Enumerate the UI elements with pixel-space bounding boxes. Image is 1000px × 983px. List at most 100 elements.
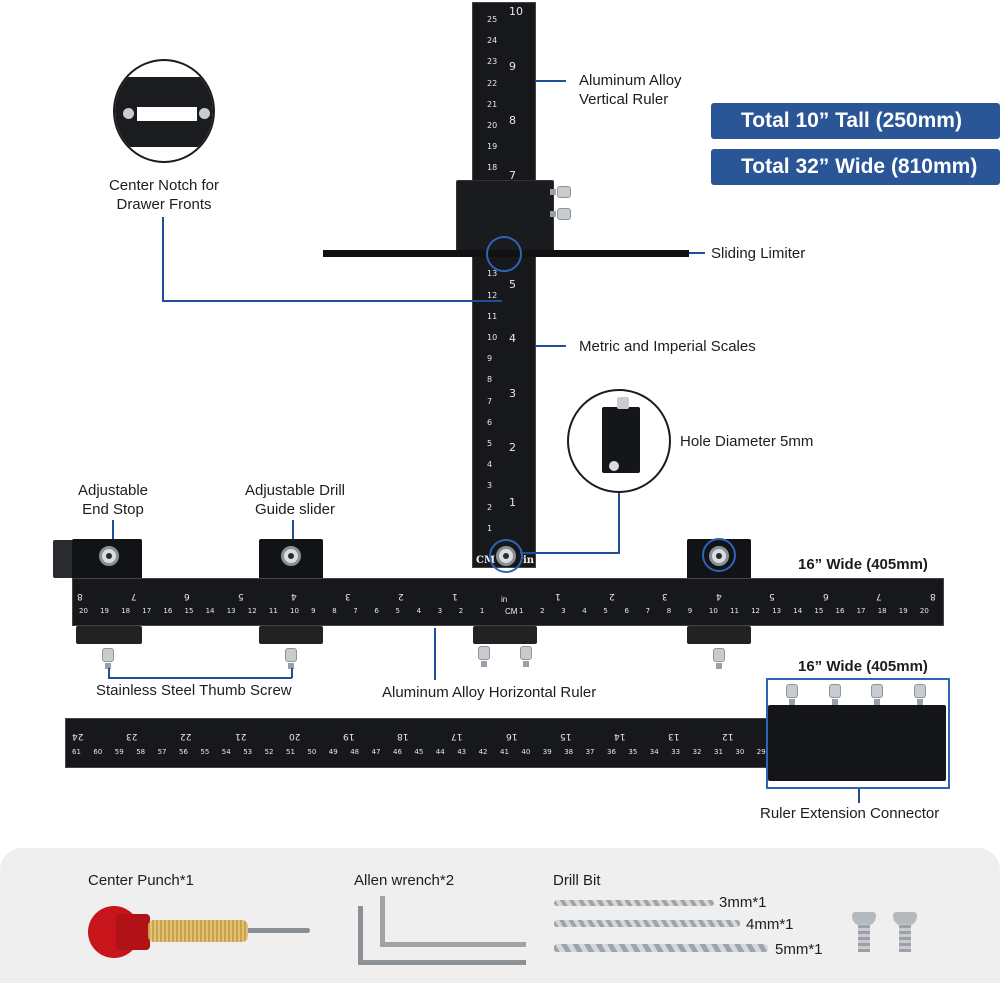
connector-screw-2[interactable]: [829, 684, 841, 705]
horizontal-scale-number: 14: [614, 731, 626, 741]
horizontal-scale-number: 4: [582, 607, 587, 615]
vertical-ruler-label-line2: Vertical Ruler: [579, 91, 669, 108]
drill-guide-hole-left-icon: [281, 546, 301, 566]
horizontal-scale-number: 23: [126, 731, 138, 741]
horizontal-scale-number: 1: [479, 607, 485, 615]
horizontal-scale-number: 24: [72, 731, 84, 741]
vertical-scale-number: 1: [509, 495, 516, 509]
vertical-scale-number: 13: [487, 269, 498, 279]
sliding-limiter-leader: [689, 252, 705, 254]
center-notch-leader-h: [162, 300, 502, 302]
horizontal-scale-number: 4: [291, 591, 297, 601]
horizontal-scale-number: 15: [184, 607, 194, 615]
horizontal-scale-number: 32: [692, 748, 702, 756]
vertical-block-thumb-screw[interactable]: [557, 208, 571, 220]
under-rail-center: [473, 626, 537, 644]
extension-connector-block[interactable]: [768, 705, 946, 781]
horizontal-scale-number: 10: [290, 607, 299, 615]
total-tall-badge: Total 10” Tall (250mm): [711, 103, 1000, 139]
wide-label-top: 16” Wide (405mm): [798, 556, 928, 573]
wide-label-bottom: 16” Wide (405mm): [798, 658, 928, 675]
vertical-scale-number: 3: [509, 386, 516, 400]
horizontal-scale-number: 61: [72, 748, 81, 756]
vertical-block-thumb-screw[interactable]: [557, 186, 571, 198]
vertical-scale-number: 12: [487, 290, 498, 300]
horizontal-scale-number: 18: [121, 607, 131, 615]
hole-diameter-label: Hole Diameter 5mm: [680, 433, 814, 450]
connector-screw-1[interactable]: [786, 684, 798, 705]
allen-wrench-2-h-icon: [380, 942, 526, 947]
horizontal-scale-number: 2: [398, 591, 404, 601]
thumb-screw-leader-right: [291, 668, 293, 678]
horizontal-scale-number: 13: [226, 607, 236, 615]
horizontal-scale-number: 44: [435, 748, 445, 756]
extension-inch-scale: 2423222120191817161514131211109: [66, 719, 891, 744]
horizontal-scale-number: 37: [585, 748, 595, 756]
thumb-screw-3[interactable]: [478, 646, 490, 667]
vertical-scale-number: 20: [487, 121, 498, 130]
horizontal-scale-number: 50: [307, 748, 317, 756]
drill-bit-5mm-icon: [554, 944, 768, 952]
horizontal-scale-number: 57: [157, 748, 167, 756]
vertical-scale-number: 1: [487, 523, 493, 533]
horizontal-scale-number: 12: [722, 731, 734, 741]
vertical-ruler-label-line1: Aluminum Alloy: [579, 72, 682, 89]
center-punch-red-base-icon: [116, 914, 150, 950]
thumb-screw-2[interactable]: [285, 648, 297, 669]
under-rail-left: [76, 626, 142, 644]
horizontal-scale-number: 22: [180, 731, 192, 741]
screw-1-head-icon: [852, 912, 876, 926]
horizontal-scale-number: 43: [457, 748, 467, 756]
horizontal-scale-number: 20: [919, 607, 929, 615]
thumb-screw-4[interactable]: [520, 646, 532, 667]
center-punch-body-icon: [148, 920, 248, 942]
horizontal-scale-number: 9: [687, 607, 693, 615]
drill-guide-label-line1: Adjustable Drill: [244, 482, 346, 499]
drill-bit-5mm-label: 5mm*1: [775, 941, 823, 958]
horizontal-scale-number: 58: [136, 748, 146, 756]
horizontal-scale-number: 5: [395, 607, 400, 615]
hole-diameter-inset: [567, 389, 671, 493]
horizontal-scale-number: 31: [714, 748, 723, 756]
vertical-scale-number: 5: [509, 277, 516, 291]
drill-guide-leader: [292, 520, 294, 542]
horizontal-scale-number: 14: [793, 607, 803, 615]
center-punch-label: Center Punch*1: [88, 872, 194, 889]
connector-screw-3[interactable]: [871, 684, 883, 705]
screw-2-head-icon: [893, 912, 917, 926]
vertical-in-unit: in: [523, 555, 535, 566]
hole-5mm-icon: [609, 461, 619, 471]
thumb-screw-5[interactable]: [713, 648, 725, 669]
accessories-panel: Center Punch*1 Allen wrench*2 Drill Bit …: [0, 848, 1000, 983]
end-stop-plate[interactable]: [53, 540, 73, 578]
horizontal-scale-number: 13: [772, 607, 782, 615]
horizontal-scale-number: 3: [561, 607, 566, 615]
notch-screw-left-icon: [123, 108, 134, 119]
horizontal-scale-number: 6: [822, 591, 829, 601]
horizontal-scale-number: 7: [353, 607, 358, 615]
horizontal-scale-number: 21: [234, 731, 247, 741]
horizontal-scale-number: 10: [708, 607, 718, 615]
hole-diameter-leader-v: [618, 493, 620, 552]
vertical-scale-number: 19: [487, 142, 498, 152]
drill-bit-4mm-label: 4mm*1: [746, 916, 794, 933]
center-hole-highlight: [489, 539, 523, 573]
thumb-screw-1[interactable]: [102, 648, 114, 669]
horizontal-scale-number: 41: [500, 748, 509, 756]
horizontal-scale-number: 5: [237, 591, 244, 601]
horizontal-scale-number: 3: [437, 607, 443, 615]
vertical-scale-number: 24: [487, 36, 498, 46]
horizontal-scale-number: 46: [393, 748, 402, 756]
vertical-scale-number: 5: [487, 439, 493, 448]
center-notch-label-line1: Center Notch for: [108, 177, 220, 194]
horizontal-scale-number: 52: [264, 748, 274, 756]
vertical-ruler-label: Aluminum Alloy Vertical Ruler: [579, 71, 682, 109]
connector-screw-4[interactable]: [914, 684, 926, 705]
end-stop-label: Adjustable End Stop: [58, 481, 168, 519]
horizontal-scale-number: 4: [416, 607, 422, 615]
horizontal-ruler-label: Aluminum Alloy Horizontal Ruler: [382, 684, 597, 701]
sliding-limiter-label: Sliding Limiter: [711, 245, 806, 262]
